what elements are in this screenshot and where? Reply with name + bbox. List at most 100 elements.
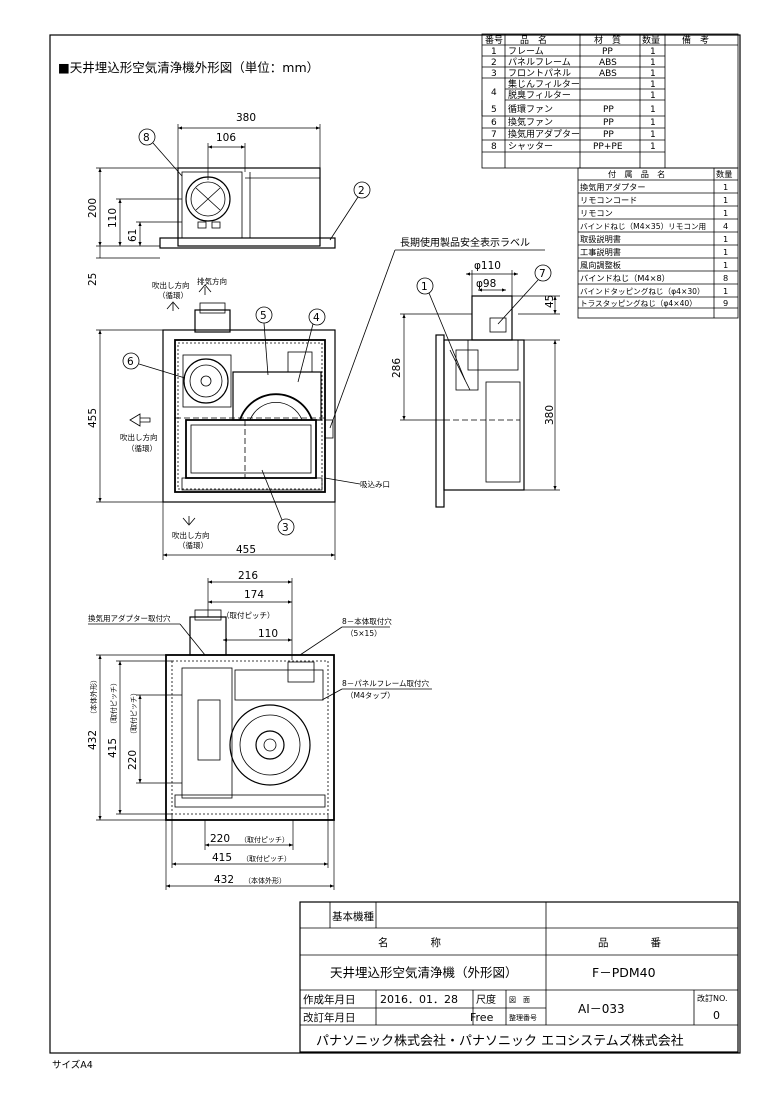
parts-row-qty: 1 xyxy=(650,142,656,152)
accessory-row-name: リモコンコード xyxy=(580,195,637,205)
dim-415-h: 415 xyxy=(212,852,232,864)
parts-row-no: 6 xyxy=(491,118,497,128)
accessory-row-name: 取扱説明書 xyxy=(580,234,621,244)
accessory-row-qty: 8 xyxy=(723,273,728,283)
svg-text:2: 2 xyxy=(358,185,365,197)
parts-row-name: 脱臭フィルター xyxy=(508,89,571,101)
parts-row-material: PP+PE xyxy=(593,142,623,152)
accessory-row-qty: 1 xyxy=(723,182,728,192)
balloon-3: 3 xyxy=(261,469,295,536)
parts-row-material: PP xyxy=(602,47,613,57)
dimensions-plan-view: 455 455 xyxy=(87,329,336,560)
svg-text:（5×15）: （5×15） xyxy=(346,629,382,638)
dimensions-bottom-view: 216 174 （取付ピッチ） 110 432 （本体外形） 415 （取付ピッ… xyxy=(87,570,335,890)
pitch-label-v2: （取付ピッチ） xyxy=(129,689,138,738)
flow-direction-top: 吹出し方向 （循環） 排気方向 xyxy=(152,276,227,311)
parts-row-no: 2 xyxy=(491,58,497,68)
accessory-row-qty: 1 xyxy=(723,286,728,296)
side-elevation-view xyxy=(159,167,336,249)
accessory-row-name: バインドねじ（M4×8） xyxy=(580,273,670,283)
parts-row-material: ABS xyxy=(599,69,617,79)
balloon-4: 4 xyxy=(297,308,326,383)
parts-row-qty: 1 xyxy=(650,118,656,128)
svg-text:吹出し方向: 吹出し方向 xyxy=(152,280,190,290)
parts-row-name: 循環ファン xyxy=(508,103,553,115)
product-name: 天井埋込形空気清浄機（外形図） xyxy=(330,965,518,980)
dim-216: 216 xyxy=(238,570,258,582)
balloon-8: 8 xyxy=(138,128,183,177)
callout-body-hole: 8－本体取付穴 （5×15） xyxy=(299,616,392,656)
body-outer-label-h: （本体外形） xyxy=(244,876,286,885)
bottom-plan-view xyxy=(165,609,335,821)
pitch-label-h1: （取付ピッチ） xyxy=(240,835,289,844)
parts-row-material: PP xyxy=(603,130,614,140)
dim-432-h: 432 xyxy=(214,874,234,886)
svg-text:7: 7 xyxy=(539,268,546,280)
parts-row-no: 3 xyxy=(491,69,497,79)
dim-380-v: 380 xyxy=(544,405,556,425)
parts-row-qty: 1 xyxy=(650,47,656,57)
parts-table: 番号 品 名 材 質 数量 備 考 1 フレーム PP 1 2 パネルフレーム … xyxy=(481,33,739,169)
dimensions-top-view: 380 106 200 110 61 25 xyxy=(87,112,321,286)
svg-text:換気用アダプター取付穴: 換気用アダプター取付穴 xyxy=(88,613,171,623)
drawing-title: ■天井埋込形空気清浄機外形図（単位：mm） xyxy=(58,60,319,75)
model-label: 基本機種 xyxy=(332,910,374,923)
dim-phi98: φ98 xyxy=(476,278,496,290)
parts-row-qty: 1 xyxy=(650,105,656,115)
accessory-row-name: バインドねじ（M4×35）リモコン用 xyxy=(580,222,706,231)
parts-row-name: 集じんフィルター xyxy=(508,78,580,90)
accessory-row-qty: 4 xyxy=(723,221,728,231)
drawing-label-1: 図 面 xyxy=(509,996,530,1004)
accessory-row-qty: 9 xyxy=(723,298,728,308)
dim-106: 106 xyxy=(216,132,236,144)
svg-text:（循環）: （循環） xyxy=(158,290,188,300)
accessory-row-qty: 1 xyxy=(723,234,728,244)
created-date: 2016．01．28 xyxy=(380,993,458,1006)
dim-25: 25 xyxy=(87,273,99,286)
parts-row-no: 5 xyxy=(491,105,497,115)
drawing-number: AI－033 xyxy=(578,1002,625,1016)
revision-no-label: 改訂NO. xyxy=(697,993,728,1003)
dim-415-v: 415 xyxy=(107,738,119,758)
svg-text:長期使用製品安全表示ラベル: 長期使用製品安全表示ラベル xyxy=(400,236,530,249)
svg-text:（循環）: （循環） xyxy=(127,443,157,453)
accessory-header-qty: 数量 xyxy=(716,169,732,179)
svg-text:8: 8 xyxy=(143,132,150,144)
dim-286: 286 xyxy=(391,358,403,378)
parts-row-material: PP xyxy=(603,105,614,115)
pitch-label-h2: （取付ピッチ） xyxy=(242,854,291,863)
parts-header-name: 品 名 xyxy=(520,34,547,46)
parts-row-no: 8 xyxy=(491,142,497,152)
dim-455-h: 455 xyxy=(236,544,256,556)
dim-61: 61 xyxy=(127,229,139,242)
parts-header-no: 番号 xyxy=(485,34,503,46)
title-block: 基本機種 名 称 品 番 天井埋込形空気清浄機（外形図） F－PDM40 作成年… xyxy=(299,901,739,1053)
flow-direction-left: 吹出し方向 （循環） xyxy=(120,413,158,453)
revised-label: 改訂年月日 xyxy=(303,1011,356,1024)
svg-text:排気方向: 排気方向 xyxy=(197,276,227,286)
intake-label: 吸込み口 xyxy=(324,477,390,489)
parts-row-name: フロントパネル xyxy=(508,68,571,79)
size-note: サイズA4 xyxy=(52,1059,93,1071)
pitch-label-top: （取付ピッチ） xyxy=(222,610,275,620)
accessory-row-qty: 1 xyxy=(723,260,728,270)
created-label: 作成年月日 xyxy=(303,993,356,1006)
accessory-header-name: 付 属 品 名 xyxy=(608,169,665,179)
scale-value: Free xyxy=(470,1011,494,1024)
part-no-header: 品 番 xyxy=(598,937,661,949)
name-header: 名 称 xyxy=(378,936,441,949)
balloon-1: 1 xyxy=(416,277,466,381)
accessory-row-name: 風向調整板 xyxy=(580,260,621,270)
company-name: パナソニック株式会社・パナソニック エコシステムズ株式会社 xyxy=(316,1033,684,1049)
parts-row-name: 換気ファン xyxy=(508,116,553,128)
plan-view xyxy=(162,302,336,503)
parts-header-material: 材 質 xyxy=(594,34,621,46)
parts-row-material: PP xyxy=(603,118,614,128)
parts-row-no: 7 xyxy=(491,130,497,140)
dim-110: 110 xyxy=(107,208,119,228)
revision-no: 0 xyxy=(713,1009,720,1022)
accessory-row-name: バインドタッピングねじ（φ4×30） xyxy=(580,286,705,296)
accessory-row-name: 工事説明書 xyxy=(580,247,621,257)
parts-row-qty: 1 xyxy=(650,130,656,140)
